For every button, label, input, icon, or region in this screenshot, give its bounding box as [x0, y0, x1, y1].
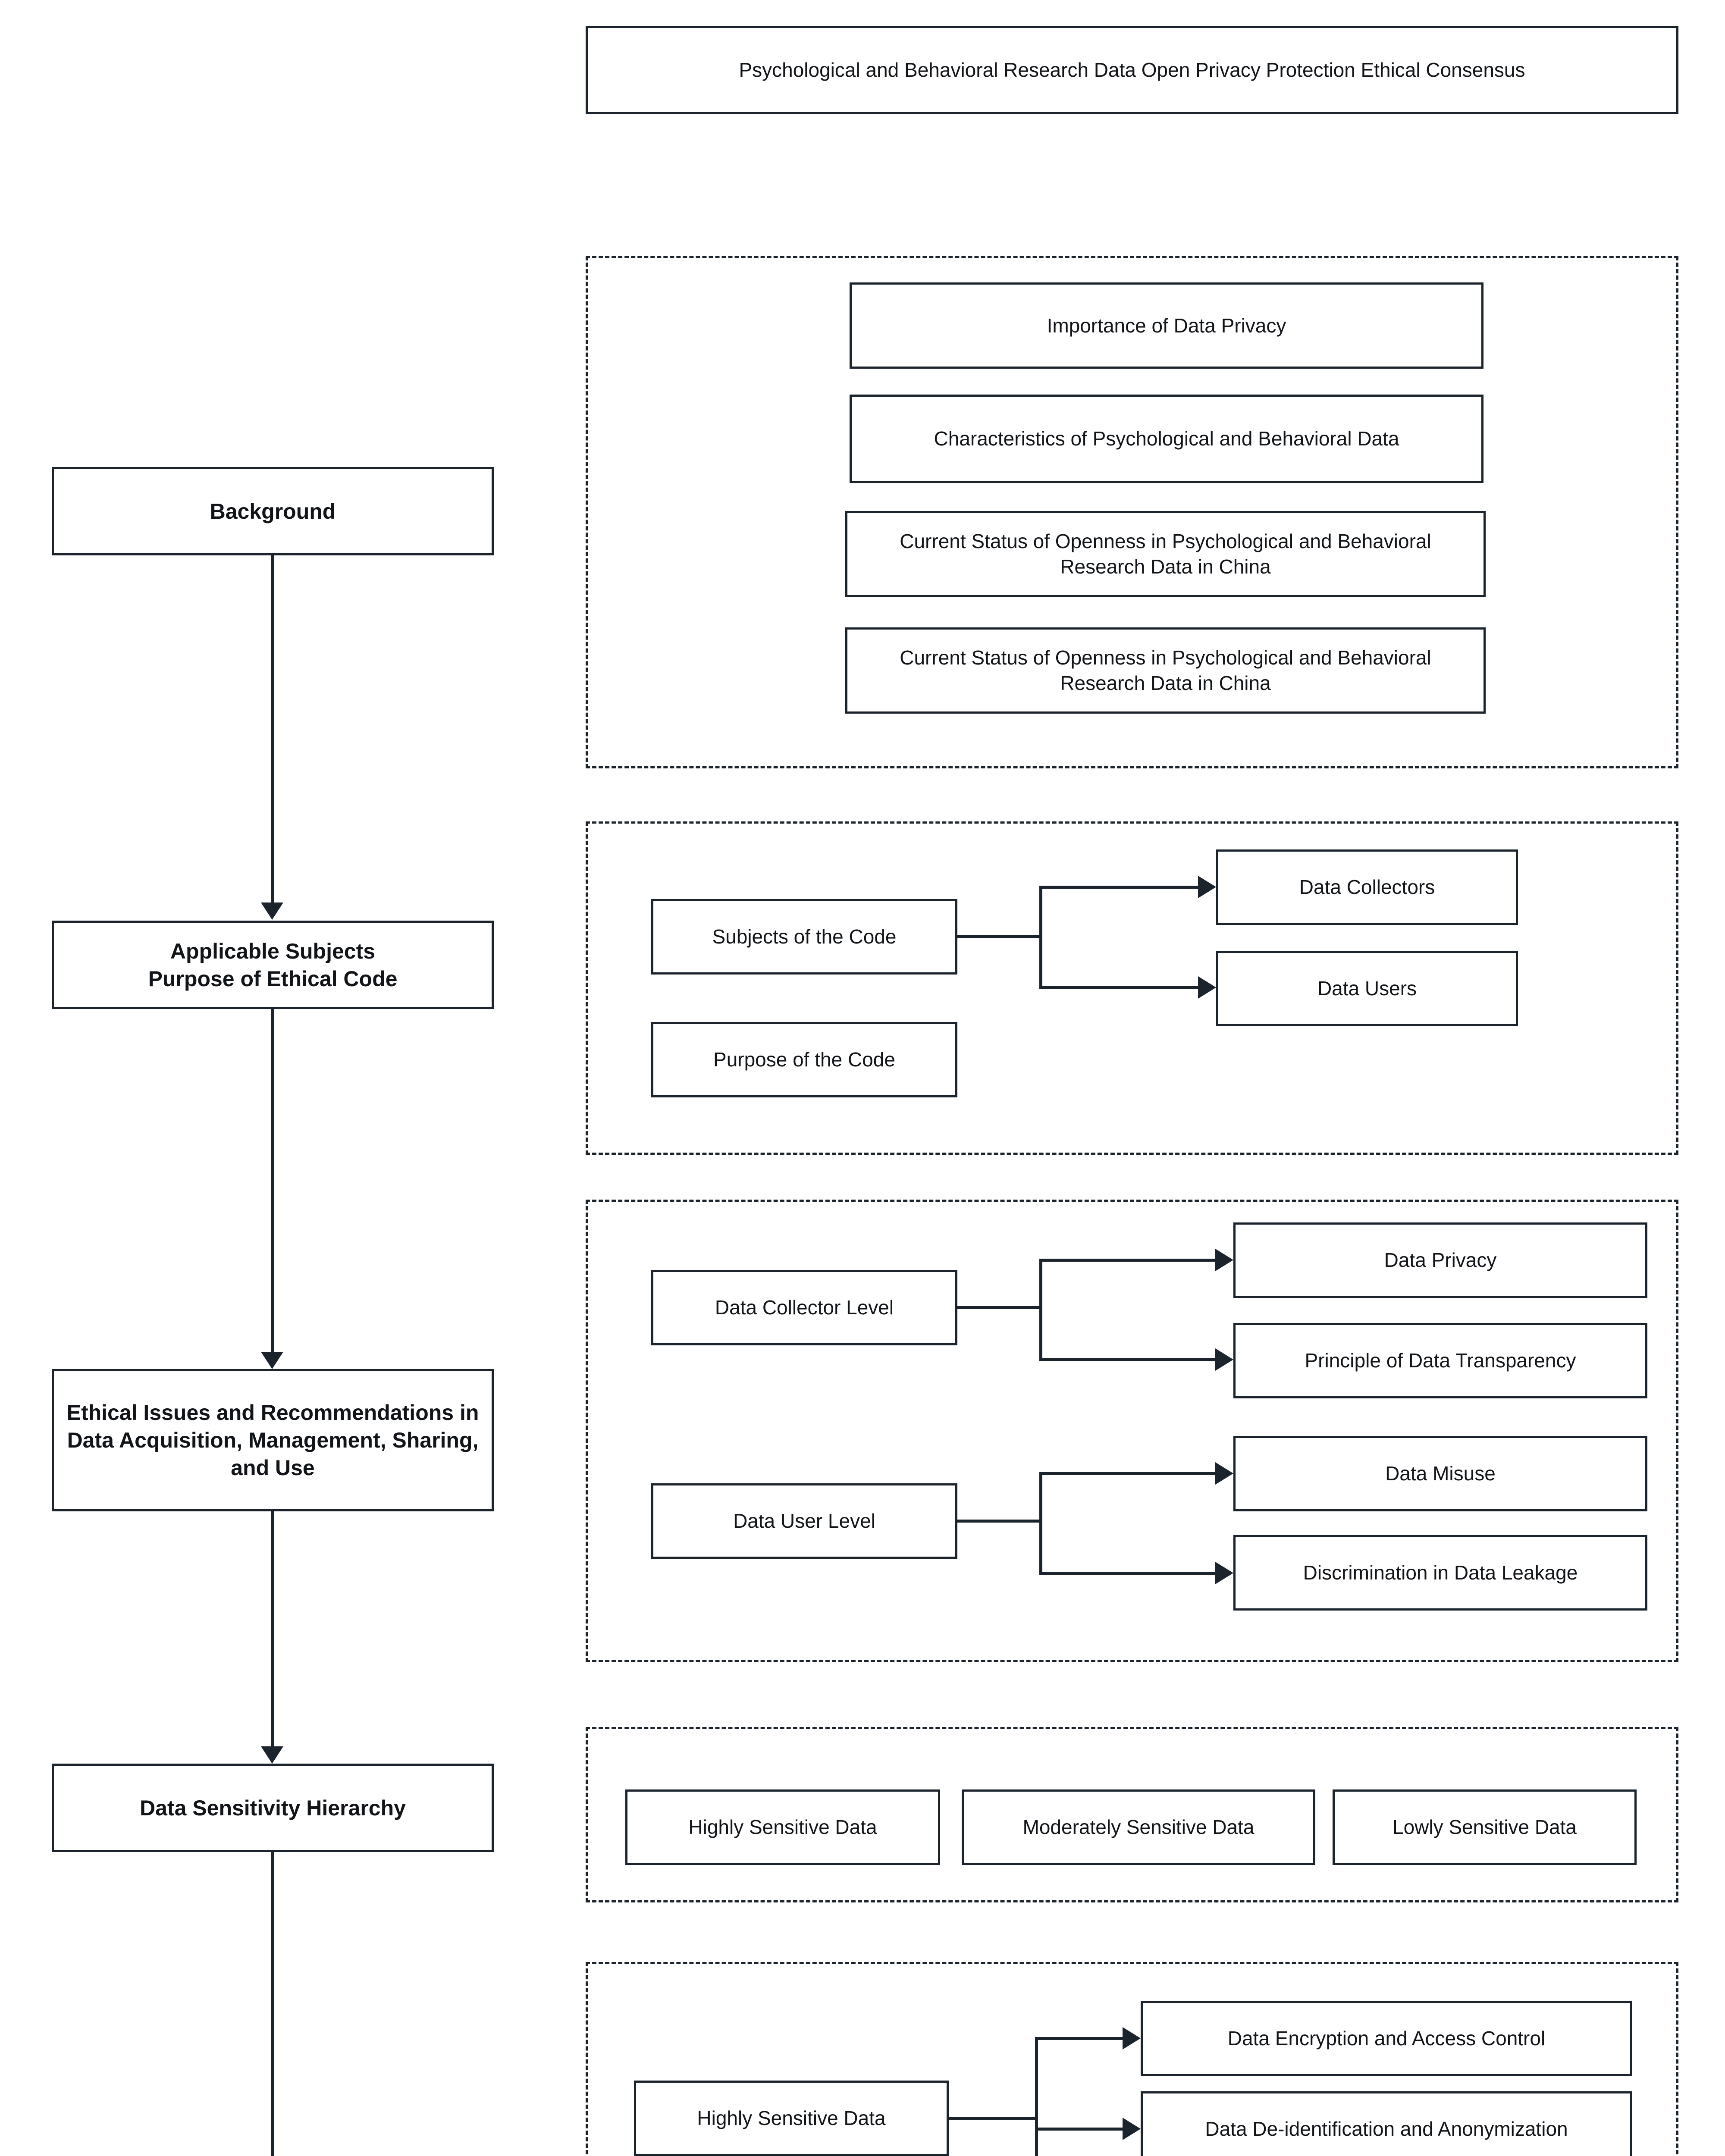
purpose-of-the-code-box: Purpose of the Code: [651, 1022, 957, 1097]
highly-sensitive-child-1: Data De-identification and Anonymization: [1141, 2091, 1632, 2156]
data-privacy-box: Data Privacy: [1233, 1222, 1647, 1298]
ethical-issues-section-panel: [586, 1200, 1678, 1662]
spine-connector-2: [271, 1009, 274, 1352]
principle-of-data-transparency-box: Principle of Data Transparency: [1233, 1323, 1647, 1398]
stage-box-applicable-subjects: Applicable Subjects Purpose of Ethical C…: [52, 921, 494, 1009]
highly-sensitive-child-0: Data Encryption and Access Control: [1141, 2001, 1632, 2076]
spine-connector-1: [271, 555, 274, 903]
stage-box-ethical-issues: Ethical Issues and Recommendations in Da…: [52, 1369, 494, 1511]
subjects-branch-0: [1039, 886, 1199, 889]
sensitivity-item-1: Moderately Sensitive Data: [962, 1789, 1315, 1865]
highly-sensitive-arrowhead-1: [1123, 2118, 1141, 2140]
collector-level-branch-0: [1039, 1259, 1216, 1262]
highly-sensitive-branch-1: [1035, 2128, 1123, 2131]
stage-box-data-sensitivity: Data Sensitivity Hierarchy: [52, 1764, 494, 1852]
collector-level-arrowhead-1: [1215, 1348, 1233, 1371]
data-sensitivity-section-panel: [586, 1727, 1678, 1902]
highly-sensitive-branch-0: [1035, 2037, 1123, 2040]
ethical-norms-section-panel: [586, 1962, 1678, 2156]
user-level-arrowhead-0: [1215, 1462, 1233, 1485]
background-section-panel: [586, 256, 1678, 768]
applicable-subjects-section-panel: [586, 821, 1678, 1155]
data-user-level-box: Data User Level: [651, 1483, 957, 1559]
subjects-arrowhead-0: [1198, 876, 1216, 898]
background-item-3: Current Status of Openness in Psychologi…: [845, 627, 1486, 714]
highly-sensitive-stem: [949, 2117, 1037, 2120]
stage-box-background: Background: [52, 467, 494, 555]
user-level-stem: [957, 1520, 1041, 1523]
spine-connector-3: [271, 1511, 274, 1746]
data-users-box: Data Users: [1216, 951, 1518, 1026]
collector-level-arrowhead-0: [1215, 1249, 1233, 1271]
user-level-trunk: [1039, 1472, 1042, 1575]
subjects-trunk: [1039, 886, 1042, 989]
data-collector-level-box: Data Collector Level: [651, 1270, 957, 1345]
background-item-0: Importance of Data Privacy: [850, 282, 1484, 369]
discrimination-in-data-leakage-box: Discrimination in Data Leakage: [1233, 1535, 1647, 1611]
title-box: Psychological and Behavioral Research Da…: [586, 26, 1678, 114]
background-item-2: Current Status of Openness in Psychologi…: [845, 511, 1486, 597]
spine-arrowhead-2: [261, 1352, 283, 1369]
user-level-arrowhead-1: [1215, 1562, 1233, 1584]
collector-level-trunk: [1039, 1259, 1042, 1361]
spine-arrowhead-3: [261, 1746, 283, 1764]
collector-level-branch-1: [1039, 1358, 1216, 1361]
subjects-of-the-code-box: Subjects of the Code: [651, 899, 957, 975]
collector-level-stem: [957, 1306, 1041, 1309]
spine-connector-4: [271, 1852, 274, 2156]
subjects-branch-1: [1039, 986, 1199, 989]
highly-sensitive-arrowhead-0: [1123, 2027, 1141, 2049]
sensitivity-item-0: Highly Sensitive Data: [625, 1789, 940, 1865]
subjects-stem: [957, 935, 1041, 938]
data-collectors-box: Data Collectors: [1216, 849, 1518, 925]
subjects-arrowhead-1: [1198, 976, 1216, 999]
background-item-1: Characteristics of Psychological and Beh…: [850, 395, 1484, 483]
sensitivity-item-2: Lowly Sensitive Data: [1333, 1789, 1637, 1865]
data-misuse-box: Data Misuse: [1233, 1436, 1647, 1511]
highly-sensitive-data-parent-box: Highly Sensitive Data: [634, 2081, 949, 2156]
user-level-branch-0: [1039, 1472, 1216, 1475]
spine-arrowhead-1: [261, 903, 283, 920]
highly-sensitive-trunk: [1035, 2037, 1038, 2156]
user-level-branch-1: [1039, 1572, 1216, 1575]
